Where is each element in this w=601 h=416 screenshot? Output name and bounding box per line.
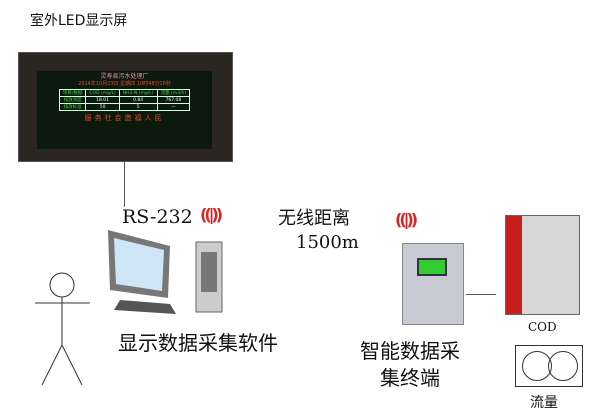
monitor-icon <box>108 230 176 314</box>
led-display: 灵寿县污水处理厂 2014年10月23日 星期四 10时48分16秒 项目/数据… <box>18 52 233 162</box>
flow-label: 流量 <box>530 395 558 411</box>
cell: 767.08 <box>156 96 191 104</box>
arrow-line <box>466 294 496 295</box>
row-label: 排放浓度 <box>58 96 87 104</box>
led-plant: 灵寿县污水处理厂 <box>100 73 149 80</box>
header: COD (mg/L) <box>85 89 120 97</box>
led-title: 室外LED显示屏 <box>30 13 128 29</box>
server-icon <box>195 241 223 313</box>
led-table: 项目/数据 COD (mg/L) NH3-N (mg/L) 流量 (m3/h) … <box>58 89 191 111</box>
corner-top: 项目 <box>62 91 72 96</box>
cell: — <box>156 103 191 111</box>
cell: 0.84 <box>118 96 158 104</box>
cod-label: COD <box>528 320 557 334</box>
corner-bottom: 数据 <box>73 91 83 96</box>
row-label: 排放标准 <box>58 103 87 111</box>
led-datetime: 2014年10月23日 星期四 10时48分16秒 <box>78 81 171 87</box>
cod-analyzer <box>505 215 580 315</box>
cell: 18.01 <box>85 96 120 104</box>
led-slogan: 服务社会造福人民 <box>84 114 165 122</box>
wireless-signal-icon: ((|)) <box>200 205 223 224</box>
rs232-label: RS-232 <box>122 206 193 228</box>
header: NH3-N (mg/L) <box>118 89 158 97</box>
cell: 50 <box>85 103 120 111</box>
header: 流量 (m3/h) <box>156 89 191 97</box>
terminal-label-1: 智能数据采 <box>360 339 460 363</box>
terminal-screen <box>417 258 447 276</box>
connector-line <box>124 162 125 207</box>
cell: 5 <box>118 103 158 111</box>
distance-label: 1500m <box>296 232 359 253</box>
software-label: 显示数据采集软件 <box>118 331 278 355</box>
person-icon <box>35 272 90 386</box>
wireless-signal-icon: ((|)) <box>395 210 418 229</box>
terminal-label-2: 集终端 <box>380 366 440 390</box>
flow-meter <box>515 345 583 387</box>
wireless-label: 无线距离 <box>278 208 350 229</box>
data-terminal <box>402 243 464 325</box>
